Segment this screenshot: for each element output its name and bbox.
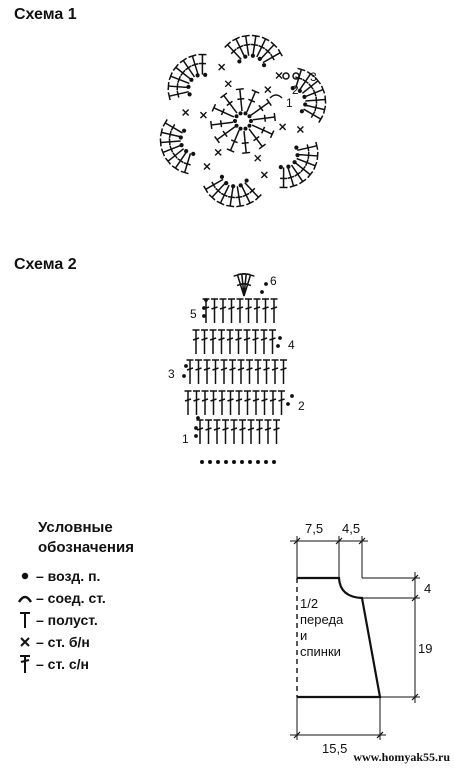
legend-item-slip: – соед. ст. (14, 588, 106, 608)
watermark: www.homyak55.ru (353, 750, 450, 764)
legend-title: Условные обозначения (38, 518, 188, 558)
dim-top-right: 4,5 (342, 521, 361, 536)
row-label-2: 2 (298, 399, 305, 413)
legend-title-line2: обозначения (38, 539, 134, 556)
round-label-1: 1 (286, 96, 293, 110)
double-crochet-icon (14, 654, 36, 674)
legend-item-single: – ст. б/н (14, 632, 90, 652)
row-label-1: 1 (182, 432, 189, 446)
legend-item-double: – ст. с/н (14, 654, 89, 674)
piece-label-line4: спинки (300, 644, 341, 659)
piece-label-line1: 1/2 (300, 596, 319, 611)
dim-right-small: 4 (424, 581, 432, 596)
legend-title-line1: Условные (38, 519, 113, 536)
legend-label: – полуст. (36, 612, 98, 628)
row-label-3: 3 (168, 367, 175, 381)
row-label-4: 4 (288, 338, 295, 352)
legend-label: – возд. п. (36, 568, 101, 584)
legend-item-chain: – возд. п. (14, 566, 100, 586)
dim-bottom: 15,5 (322, 741, 348, 756)
legend-item-half-double: – полуст. (14, 610, 98, 630)
row-label-6: 6 (270, 274, 277, 288)
slip-stitch-arc-icon (14, 591, 36, 605)
legend-label: – ст. б/н (36, 634, 90, 650)
round-label-2: 2 (292, 83, 299, 97)
scheme2-title: Схема 2 (14, 256, 77, 273)
piece-label-line3: и (300, 628, 308, 643)
legend-label: – соед. ст. (36, 590, 106, 606)
single-crochet-x-icon (14, 635, 36, 649)
legend-label: – ст. с/н (36, 656, 89, 672)
round-label-3: 3 (310, 70, 317, 84)
row-label-5: 5 (190, 307, 197, 321)
dim-right-large: 19 (418, 641, 433, 656)
scheme2-leaf-diagram (182, 272, 294, 464)
scheme1-flower-diagram (159, 34, 327, 208)
dim-top-left: 7,5 (305, 521, 324, 536)
piece-label: 1/2 переда и спинки (300, 596, 343, 660)
scheme1-title: Схема 1 (14, 6, 77, 23)
piece-label-line2: переда (300, 612, 344, 627)
half-double-crochet-icon (14, 611, 36, 629)
chain-stitch-dot-icon (14, 569, 36, 583)
